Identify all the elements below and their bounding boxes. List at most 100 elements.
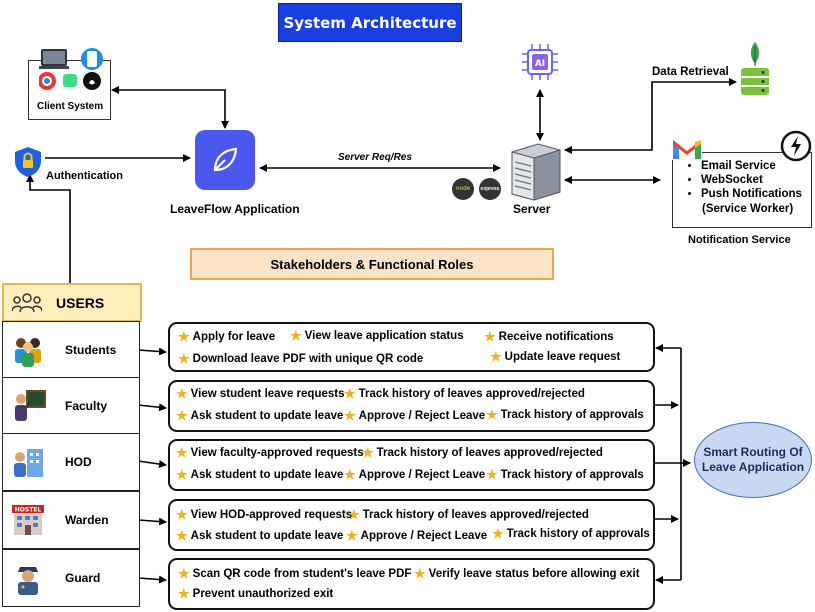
feature-item: ★Scan QR code from student's leave PDF (178, 566, 412, 581)
students-icon (15, 338, 41, 367)
hod-icon (14, 449, 43, 477)
star-icon: ★ (348, 507, 360, 522)
star-icon: ★ (178, 351, 190, 366)
users-header-label: USERS (56, 294, 105, 311)
guard-icon (18, 567, 38, 595)
guard-feature-box: ★Scan QR code from student's leave PDF ★… (168, 558, 655, 610)
feature-item: ★Download leave PDF with unique QR code (178, 351, 424, 366)
role-name: Guard (65, 571, 101, 585)
feature-item: ★Prevent unauthorized exit (178, 586, 334, 601)
feature-item: ★Ask student to update leave (176, 467, 344, 482)
feature-item: ★View student leave requests (176, 386, 345, 401)
stakeholders-title: Stakeholders & Functional Roles (190, 248, 554, 280)
ai-chip-icon: AI (522, 44, 558, 80)
users-header: USERS (2, 283, 142, 322)
star-icon: ★ (492, 526, 504, 541)
feature-item: ★Apply for leave (178, 329, 276, 344)
star-icon: ★ (176, 445, 188, 460)
feature-item: ★Track history of approvals (486, 407, 644, 422)
smart-routing-node: Smart Routing Of Leave Application (694, 422, 812, 498)
svg-text:HOSTEL: HOSTEL (15, 507, 42, 514)
feature-item: ★Track history of leaves approved/reject… (344, 386, 585, 401)
feature-item: ★Receive notifications (484, 329, 614, 344)
star-icon: ★ (362, 445, 374, 460)
feature-item: ★Verify leave status before allowing exi… (414, 566, 640, 581)
express-badge: express (479, 178, 501, 200)
role-warden: HOSTEL Warden (2, 491, 140, 549)
star-icon: ★ (346, 528, 358, 543)
smart-routing-line1: Smart Routing Of (703, 445, 803, 459)
feature-item: ★View faculty-approved requests (176, 445, 364, 460)
notification-item: Email Service (701, 159, 811, 173)
role-name: HOD (65, 455, 92, 469)
leaveflow-app-icon (195, 130, 255, 190)
warden-feature-box: ★View HOD-approved requests ★Track histo… (168, 499, 655, 551)
role-name: Warden (65, 513, 109, 527)
star-icon: ★ (176, 467, 188, 482)
star-icon: ★ (490, 349, 502, 364)
server-label: Server (513, 202, 551, 216)
feature-item: ★Track history of leaves approved/reject… (348, 507, 589, 522)
feature-item: ★Approve / Reject Leave (344, 408, 486, 423)
role-name: Faculty (65, 399, 108, 413)
leaf-icon (213, 147, 238, 172)
star-icon: ★ (344, 467, 356, 482)
websocket-icon (780, 130, 812, 162)
authentication-label: Authentication (46, 170, 123, 182)
star-icon: ★ (178, 586, 190, 601)
notification-item: Push Notifications (701, 187, 811, 201)
app-label: LeaveFlow Application (170, 202, 300, 216)
server-link-label: Server Req/Res (338, 152, 412, 163)
node-badge: node (452, 178, 474, 200)
feature-item: ★Track history of approvals (486, 467, 644, 482)
star-icon: ★ (178, 566, 190, 581)
client-system-label: Client System (37, 101, 104, 112)
client-devices-icon (39, 48, 103, 90)
database-icon (741, 42, 769, 95)
star-icon: ★ (176, 507, 188, 522)
star-icon: ★ (484, 329, 496, 344)
star-icon: ★ (176, 408, 188, 423)
smart-routing-line2: Leave Application (701, 460, 805, 474)
feature-item: ★Ask student to update leave (176, 408, 344, 423)
notification-service-box: Email Service WebSocket Push Notificatio… (672, 152, 812, 228)
client-system-node: Client System (28, 48, 111, 120)
feature-item: ★Ask student to update leave (176, 528, 344, 543)
star-icon: ★ (414, 566, 426, 581)
page-title: System Architecture (278, 3, 462, 42)
notification-item: WebSocket (701, 173, 811, 187)
star-icon: ★ (344, 408, 356, 423)
faculty-icon (15, 390, 46, 421)
server-icon (511, 143, 561, 201)
role-faculty: Faculty (2, 377, 140, 435)
hostel-icon: HOSTEL (12, 505, 44, 535)
star-icon: ★ (290, 328, 302, 343)
feature-item: ★View leave application status (290, 328, 464, 343)
notification-item-sub: (Service Worker) (702, 203, 794, 215)
feature-item: ★Approve / Reject Leave (346, 528, 488, 543)
role-students: Students (2, 321, 140, 379)
role-guard: Guard (2, 549, 140, 607)
star-icon: ★ (486, 467, 498, 482)
students-feature-box: ★Apply for leave ★View leave application… (168, 322, 655, 372)
star-icon: ★ (486, 407, 498, 422)
star-icon: ★ (176, 386, 188, 401)
role-hod: HOD (2, 433, 140, 491)
gmail-icon (672, 138, 702, 160)
hod-feature-box: ★View faculty-approved requests ★Track h… (168, 439, 655, 491)
shield-lock-icon (15, 147, 41, 177)
faculty-feature-box: ★View student leave requests ★Track hist… (168, 380, 655, 432)
star-icon: ★ (178, 329, 190, 344)
feature-item: ★Update leave request (490, 349, 621, 364)
feature-item: ★Track history of leaves approved/reject… (362, 445, 603, 460)
star-icon: ★ (176, 528, 188, 543)
svg-text:AI: AI (535, 59, 545, 69)
feature-item: ★Approve / Reject Leave (344, 467, 486, 482)
feature-item: ★Track history of approvals (492, 526, 650, 541)
feature-item: ★View HOD-approved requests (176, 507, 353, 522)
role-name: Students (65, 343, 117, 357)
notification-service-label: Notification Service (688, 234, 791, 246)
users-group-icon (12, 292, 42, 312)
star-icon: ★ (344, 386, 356, 401)
